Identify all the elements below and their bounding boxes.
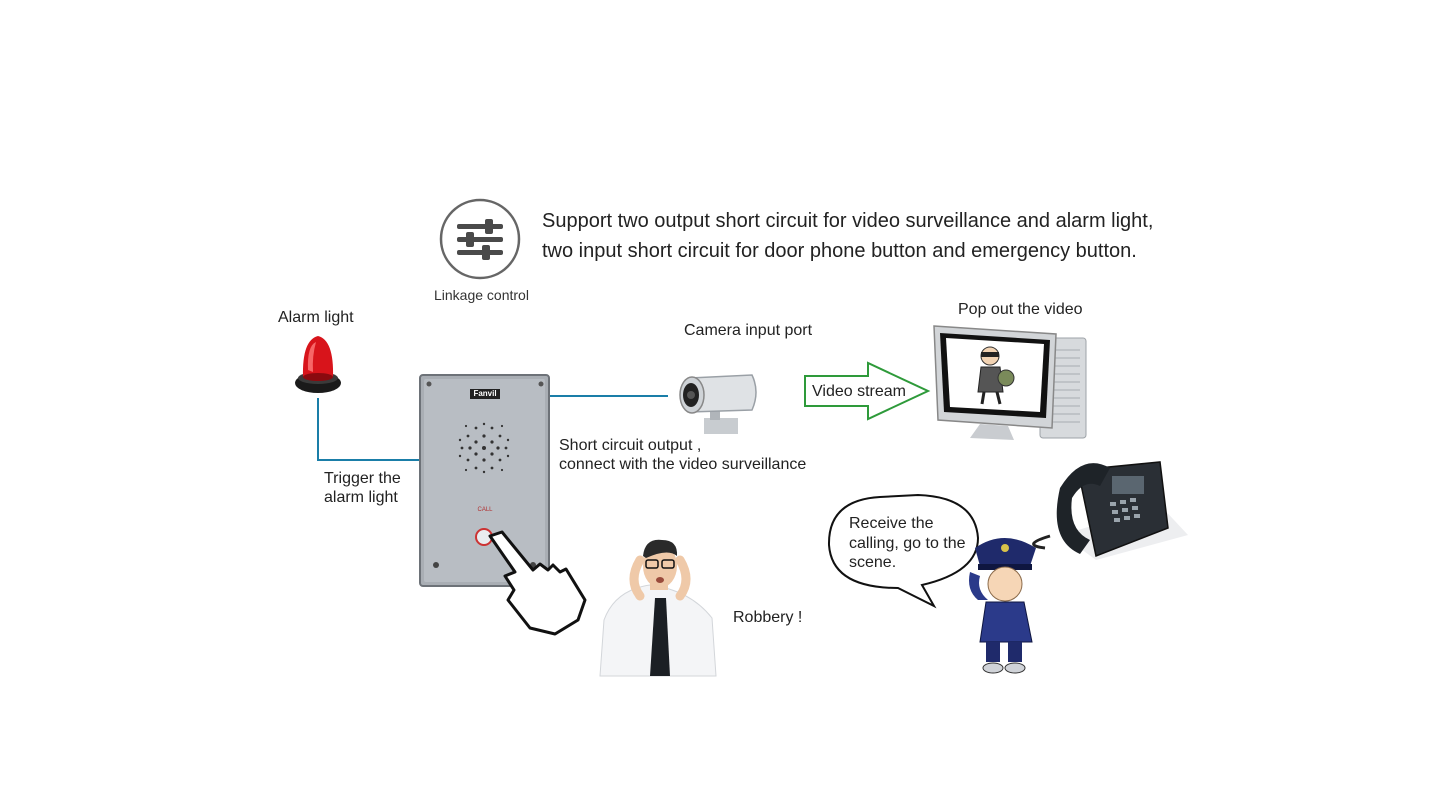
video-stream-arrow — [804, 361, 931, 421]
police-officer-icon — [969, 538, 1036, 674]
bubble-line-2: calling, go to the — [849, 535, 966, 552]
device-brand-label: Fanvil — [473, 389, 497, 398]
camera-port-label: Camera input port — [684, 322, 813, 339]
computer-icon — [933, 325, 1087, 440]
desk-phone-icon — [1032, 461, 1188, 560]
device-call-label: CALL — [477, 507, 493, 513]
shocked-man-image — [599, 539, 717, 677]
thief-icon — [977, 346, 1015, 405]
short-circuit-line-2: connect with the video surveillance — [559, 456, 807, 473]
speaker-grille — [458, 422, 510, 474]
camera-icon — [679, 374, 757, 434]
short-circuit-line-1: Short circuit output , — [559, 437, 702, 454]
bubble-line-1: Receive the — [849, 515, 934, 532]
alarm-connector-line — [317, 398, 420, 461]
video-stream-label: Video stream — [812, 383, 906, 400]
alarm-light-icon — [295, 336, 341, 393]
header-line-1: Support two output short circuit for vid… — [542, 210, 1154, 232]
trigger-label-line-1: Trigger the — [324, 470, 401, 487]
bubble-line-3: scene. — [849, 554, 897, 571]
trigger-label-line-2: alarm light — [324, 489, 398, 506]
speech-bubble — [827, 493, 980, 609]
alarm-light-label: Alarm light — [278, 309, 354, 326]
header-line-2: two input short circuit for door phone b… — [542, 240, 1137, 262]
pop-out-label: Pop out the video — [958, 301, 1083, 318]
pointing-hand-icon — [488, 530, 587, 636]
sliders-icon — [439, 198, 521, 280]
robbery-label: Robbery ! — [733, 609, 803, 626]
linkage-control-label: Linkage control — [434, 287, 529, 303]
door-phone-device — [419, 374, 550, 587]
